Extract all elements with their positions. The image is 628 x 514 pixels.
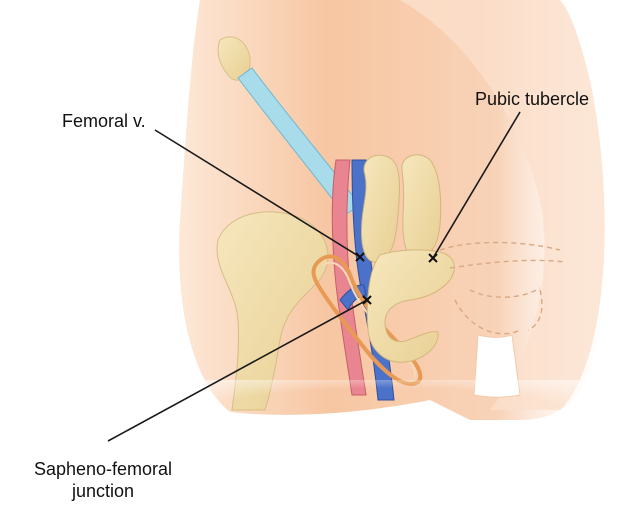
label-sapheno-femoral-junction: Sapheno-femoral junction	[8, 458, 198, 502]
label-pubic-tubercle: Pubic tubercle	[475, 88, 589, 110]
label-sapheno-femoral-line1: Sapheno-femoral	[8, 458, 198, 480]
label-femoral-vein: Femoral v.	[62, 110, 146, 132]
label-sapheno-femoral-line2: junction	[8, 480, 198, 502]
pubic-bone-right	[402, 155, 441, 258]
